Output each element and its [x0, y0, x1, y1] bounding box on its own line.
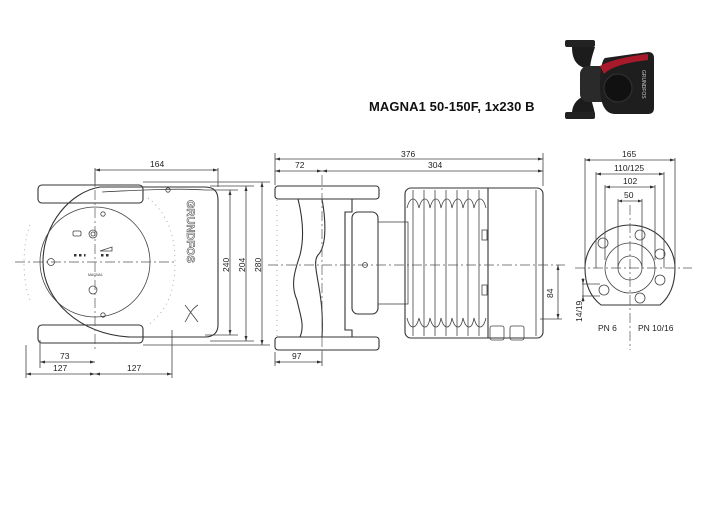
front-view: MAGNA1 GRUNDFOS 164 240 204: [15, 159, 270, 378]
flange-view: 165 110/125 102 50 14/19 PN 6 PN 10/16: [574, 149, 692, 350]
power-indicator-icon: [88, 229, 98, 239]
signal-bars-icon: [99, 246, 113, 252]
grundfos-logo-icon: [184, 304, 199, 323]
dim-top-width: 164: [150, 159, 164, 169]
dim-height-total: 280: [253, 258, 263, 272]
page-title: MAGNA1 50-150F, 1x230 B: [369, 99, 535, 114]
dim-bore: 50: [624, 190, 634, 200]
panel-button-icon: [72, 230, 82, 237]
dim-height-inner: 240: [221, 258, 231, 272]
photo-brand-text: GRUNDFOS: [640, 70, 646, 99]
panel-label: MAGNA1: [88, 273, 103, 277]
dim-left-half: 127: [53, 363, 67, 373]
mode-button-icon: [88, 285, 98, 295]
dim-raised-face: 102: [623, 176, 637, 186]
dim-left-offset: 73: [60, 351, 70, 361]
pn-left-label: PN 6: [598, 323, 617, 333]
dim-height-mid: 204: [237, 258, 247, 272]
dim-right-half: 127: [127, 363, 141, 373]
dim-bolt-hole: 14/19: [574, 300, 584, 322]
dim-flange-diameter: 165: [622, 149, 636, 159]
product-photo: GRUNDFOS: [565, 40, 654, 119]
front-brand-text: GRUNDFOS: [184, 200, 196, 263]
cable-gland-icon: [489, 325, 505, 341]
dim-flange-to-axis: 72: [295, 160, 305, 170]
dim-bottom-flange: 97: [292, 351, 302, 361]
dim-total-length: 376: [401, 149, 415, 159]
side-view: 376 72 304 97 84: [268, 149, 565, 366]
dim-bolt-circle: 110/125: [614, 163, 644, 173]
cable-gland-icon: [509, 325, 525, 341]
dim-axis-height: 84: [545, 288, 555, 298]
pn-right-label: PN 10/16: [638, 323, 674, 333]
dim-motor-length: 304: [428, 160, 442, 170]
